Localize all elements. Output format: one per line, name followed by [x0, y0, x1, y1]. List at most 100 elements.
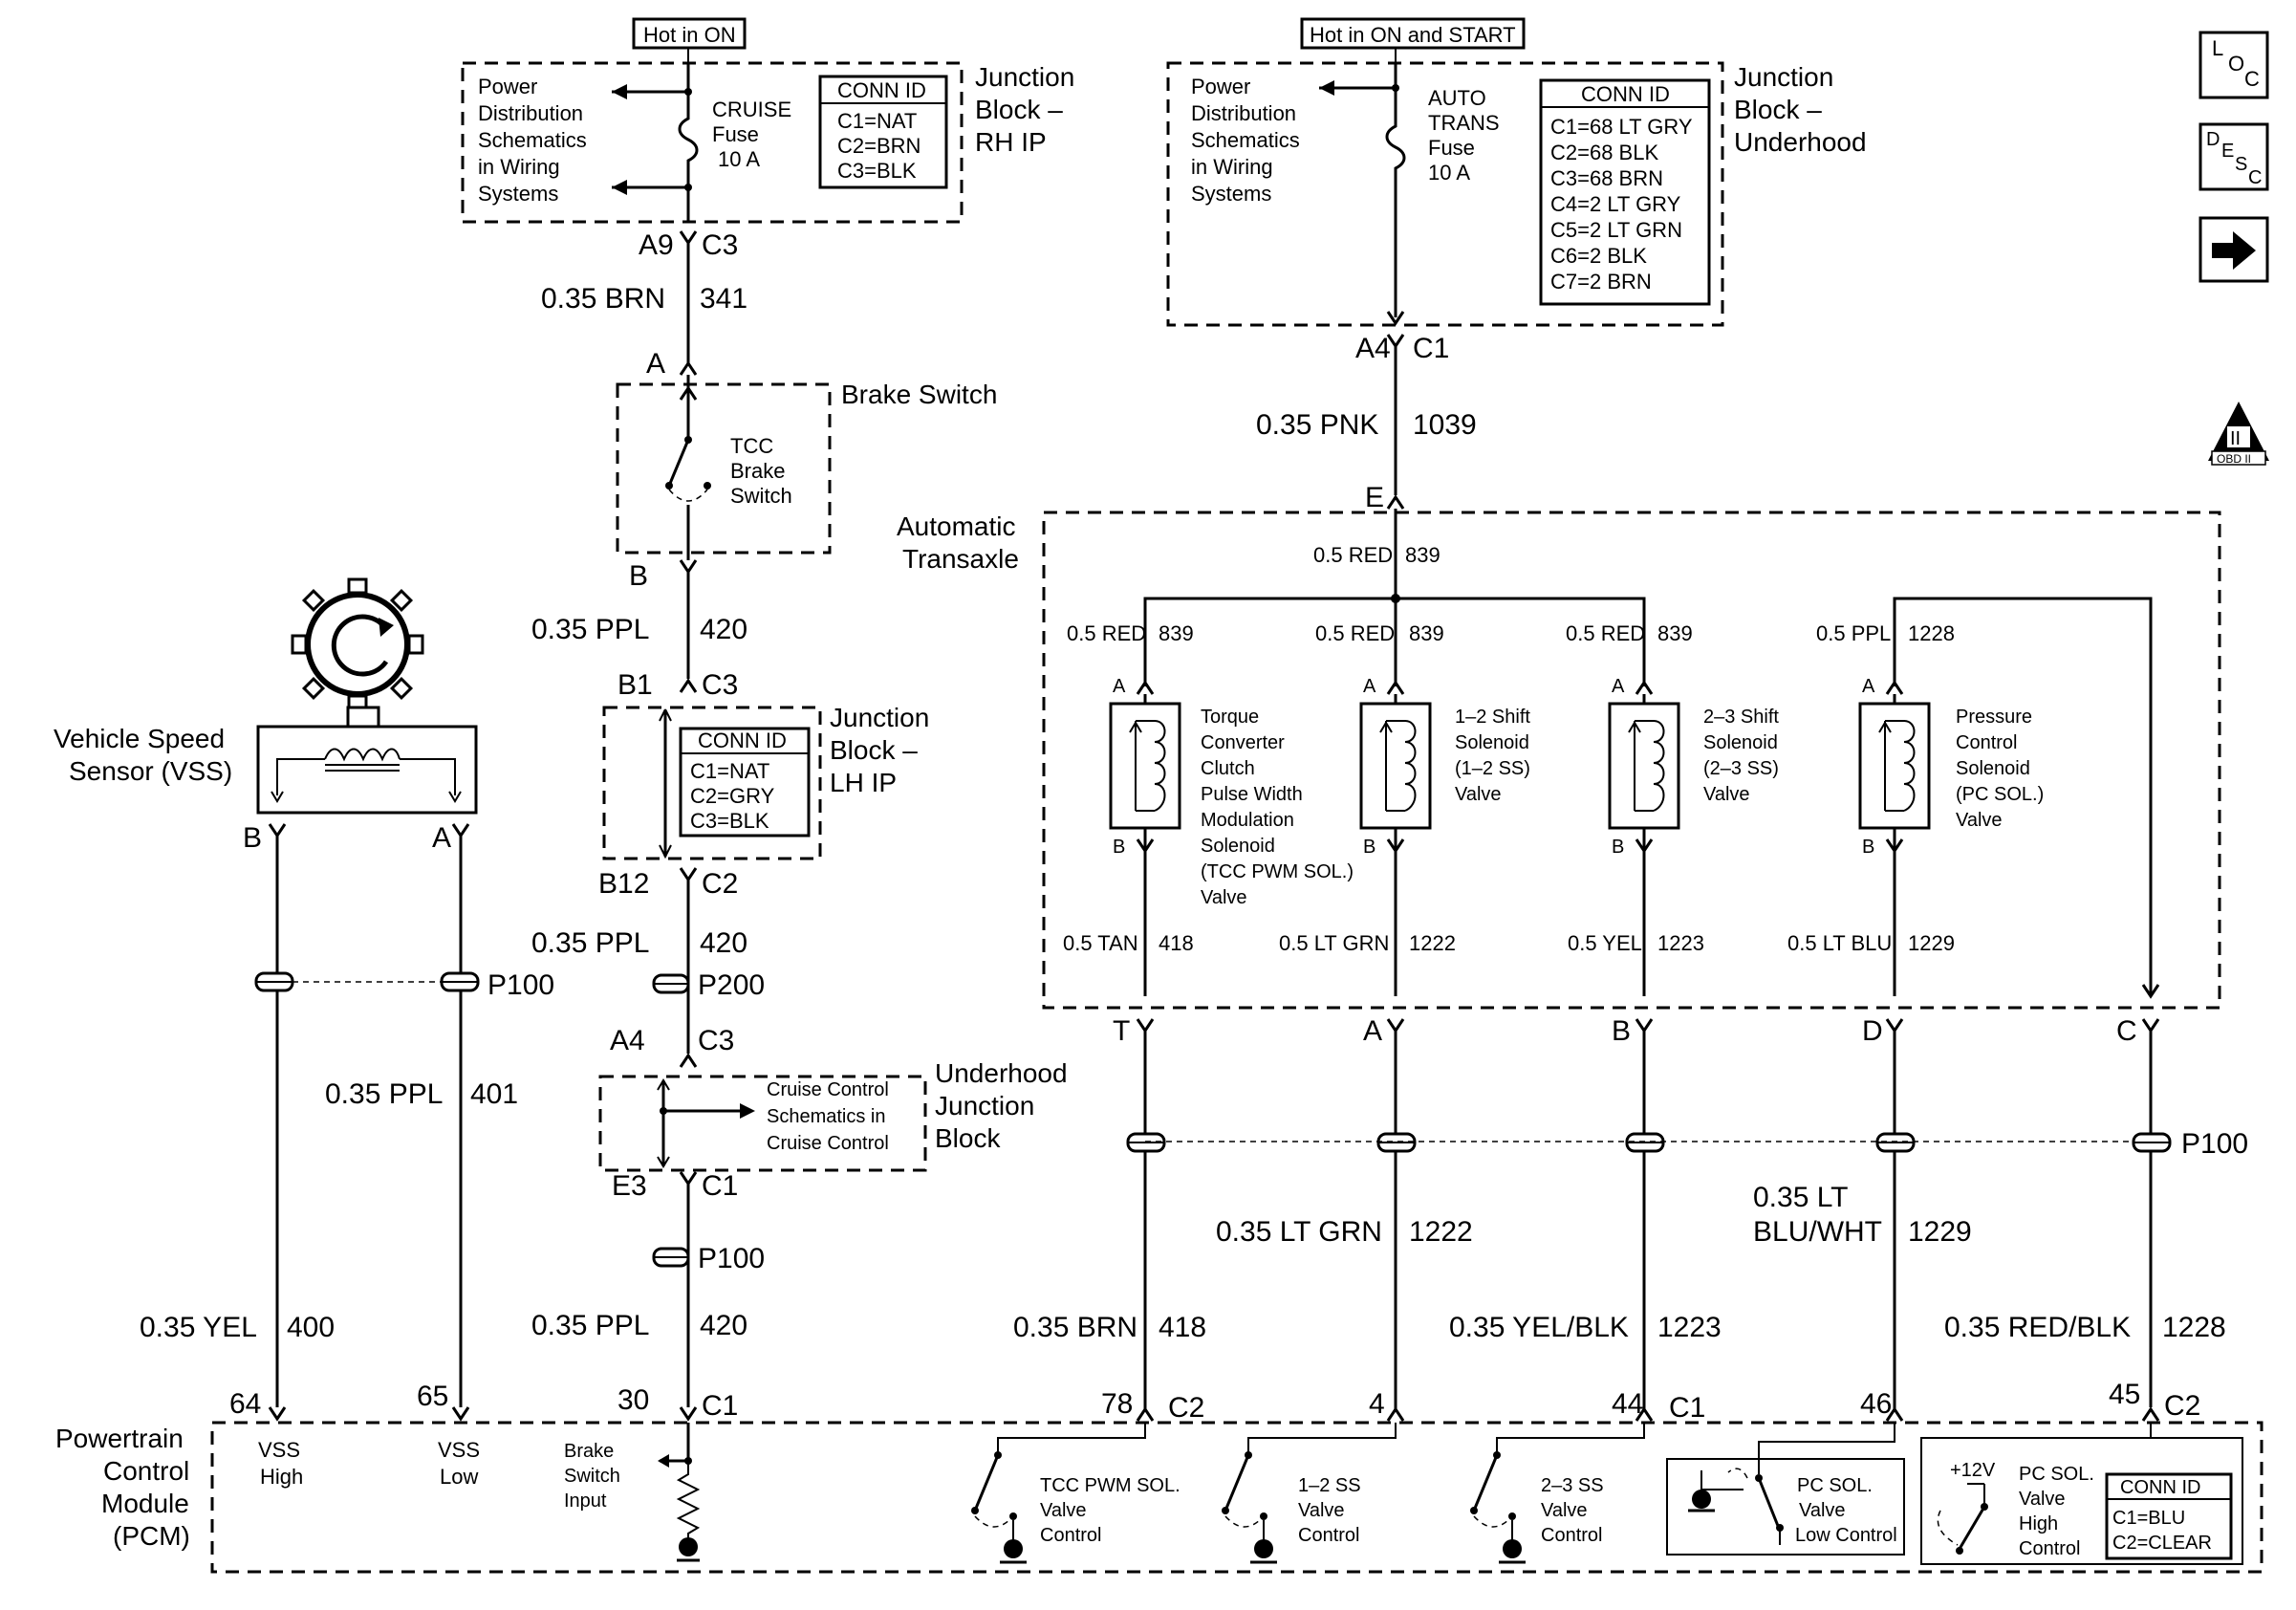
vss-name: Vehicle Speed Sensor (VSS): [54, 724, 232, 786]
svg-text:Block: Block: [935, 1123, 1001, 1153]
svg-text:Input: Input: [564, 1490, 607, 1512]
feed-gauge: 0.5 RED: [1313, 543, 1393, 567]
svg-text:LH IP: LH IP: [830, 768, 897, 797]
svg-text:Systems: Systems: [1191, 182, 1271, 206]
sol-name-line: Solenoid: [1703, 732, 1778, 753]
feed-num: 839: [1405, 543, 1440, 567]
pcm-conn-id-table: CONN ID C1=BLU C2=CLEAR: [2105, 1472, 2233, 1560]
wire-400-gauge: 0.35 YEL: [140, 1312, 257, 1343]
loc-icon-top: L: [2212, 36, 2223, 60]
obd-ii-icon: II OBD II: [2208, 402, 2269, 466]
tcc-driver-switch: [971, 1423, 1146, 1564]
sol-name-line: Valve: [1703, 784, 1750, 805]
svg-text:10 A: 10 A: [718, 147, 760, 171]
uhjb-name: Underhood Junction Block: [935, 1058, 1068, 1153]
loc-icon-mid: O: [2228, 52, 2244, 76]
brake-switch-title: Brake Switch: [841, 380, 997, 409]
junction-block-underhood: Hot in ON and START Power Distribution S…: [1166, 17, 1867, 327]
svg-text:Valve: Valve: [1040, 1500, 1087, 1521]
p200-label: P200: [698, 969, 765, 1001]
svg-text:C7=2 BRN: C7=2 BRN: [1550, 270, 1652, 294]
vss-pin-a: A: [432, 822, 451, 854]
desc-icon[interactable]: D E S C: [2199, 122, 2269, 191]
svg-text:Valve: Valve: [1298, 1500, 1345, 1521]
sol-name-line: Torque: [1201, 707, 1259, 728]
desc-icon-bot: S: [2235, 154, 2247, 175]
svg-text:C3=68 BRN: C3=68 BRN: [1550, 166, 1663, 190]
svg-text:in Wiring: in Wiring: [1191, 155, 1273, 179]
svg-text:C4=2 LT GRY: C4=2 LT GRY: [1550, 192, 1681, 216]
sol-in-num: 839: [1409, 621, 1444, 645]
sol-in-gauge: 0.5 RED: [1315, 621, 1395, 645]
svg-text:TRANS: TRANS: [1428, 111, 1500, 135]
svg-text:C1=68 LT GRY: C1=68 LT GRY: [1550, 115, 1693, 139]
svg-text:RH IP: RH IP: [975, 127, 1047, 157]
wire-401-gauge: 0.35 PPL: [325, 1078, 443, 1110]
sol-name-line: Control: [1956, 732, 2017, 753]
svg-text:Schematics: Schematics: [478, 128, 587, 152]
obd-label: OBD II: [2217, 452, 2251, 466]
conn-c3-lh: C3: [702, 669, 738, 701]
svg-text:Vehicle Speed: Vehicle Speed: [54, 724, 225, 753]
next-arrow-icon[interactable]: [2199, 216, 2269, 283]
desc-icon-top: D: [2206, 129, 2220, 150]
svg-text:Block –: Block –: [830, 735, 918, 765]
pc-low-label: PC SOL. Valve Low Control: [1795, 1475, 1897, 1546]
svg-text:High: High: [2019, 1513, 2058, 1534]
harness-wire-num: 1222: [1409, 1216, 1473, 1248]
svg-text:Cruise Control: Cruise Control: [767, 1079, 889, 1100]
svg-text:C2=BRN: C2=BRN: [837, 134, 921, 158]
vehicle-speed-sensor: Vehicle Speed Sensor (VSS) B A P100 0.35…: [54, 577, 554, 1422]
transaxle-conn-pin: T: [1113, 1015, 1130, 1047]
svg-text:VSS: VSS: [438, 1438, 480, 1462]
rh-conn-id-table: CONN ID C1=NAT C2=BRN C3=BLK: [818, 75, 948, 189]
svg-text:C5=2 LT GRN: C5=2 LT GRN: [1550, 218, 1682, 242]
uh-block-name: Junction Block – Underhood: [1734, 62, 1867, 157]
sol-name-line: Pressure: [1956, 707, 2032, 728]
svg-text:Valve: Valve: [1541, 1500, 1588, 1521]
desc-icon-mid: E: [2221, 141, 2234, 162]
sol-pin-a: A: [1113, 676, 1126, 697]
svg-text:Distribution: Distribution: [1191, 101, 1296, 125]
conn-c1-cruise: C1: [702, 1170, 738, 1202]
svg-text:Brake: Brake: [730, 459, 785, 483]
svg-text:Switch: Switch: [564, 1466, 620, 1487]
desc-icon-last: C: [2248, 167, 2262, 188]
uh-pds-text: Power Distribution Schematics in Wiring …: [1191, 75, 1300, 206]
svg-text:Junction: Junction: [830, 703, 929, 732]
svg-text:Underhood: Underhood: [1734, 127, 1867, 157]
svg-text:10 A: 10 A: [1428, 161, 1470, 185]
sol-pin-a: A: [1363, 676, 1376, 697]
sol-name-line: Solenoid: [1956, 758, 2030, 779]
rh-fuse-label: CRUISE Fuse 10 A: [712, 98, 791, 171]
svg-text:Fuse: Fuse: [1428, 136, 1475, 160]
svg-text:Brake: Brake: [564, 1441, 614, 1462]
conn-e3: E3: [612, 1170, 647, 1202]
transaxle-pin-c: C: [2116, 1015, 2137, 1047]
pc-low-driver: [1666, 1423, 1905, 1556]
svg-text:C2=CLEAR: C2=CLEAR: [2112, 1533, 2212, 1554]
wire-420c-num: 420: [700, 1310, 747, 1341]
svg-text:Schematics in: Schematics in: [767, 1106, 886, 1127]
pcm-module: Powertrain Control Module (PCM) VSS High…: [55, 1421, 2264, 1574]
wire-1228-num: 1228: [2162, 1312, 2226, 1343]
sol-name-line: Pulse Width: [1201, 784, 1303, 805]
sol-name-line: (TCC PWM SOL.): [1201, 861, 1354, 882]
pcm-pin-30: 30: [617, 1384, 649, 1416]
svg-text:AUTO: AUTO: [1428, 86, 1486, 110]
pcm-pin-65: 65: [417, 1381, 448, 1412]
svg-text:C2=68 BLK: C2=68 BLK: [1550, 141, 1658, 164]
pcm-pin: 4: [1369, 1388, 1385, 1420]
sol-in-num: 839: [1657, 621, 1693, 645]
svg-text:Module: Module: [101, 1489, 189, 1518]
svg-text:Control: Control: [1298, 1525, 1359, 1546]
sol-name-line: (PC SOL.): [1956, 784, 2044, 805]
svg-text:Switch: Switch: [730, 484, 792, 508]
harness-wire-num: 418: [1159, 1312, 1206, 1343]
loc-icon[interactable]: L O C: [2199, 31, 2269, 99]
sol-out-num: 1229: [1908, 931, 1955, 955]
harness-wire-gauge: 0.35 BRN: [1013, 1312, 1137, 1343]
